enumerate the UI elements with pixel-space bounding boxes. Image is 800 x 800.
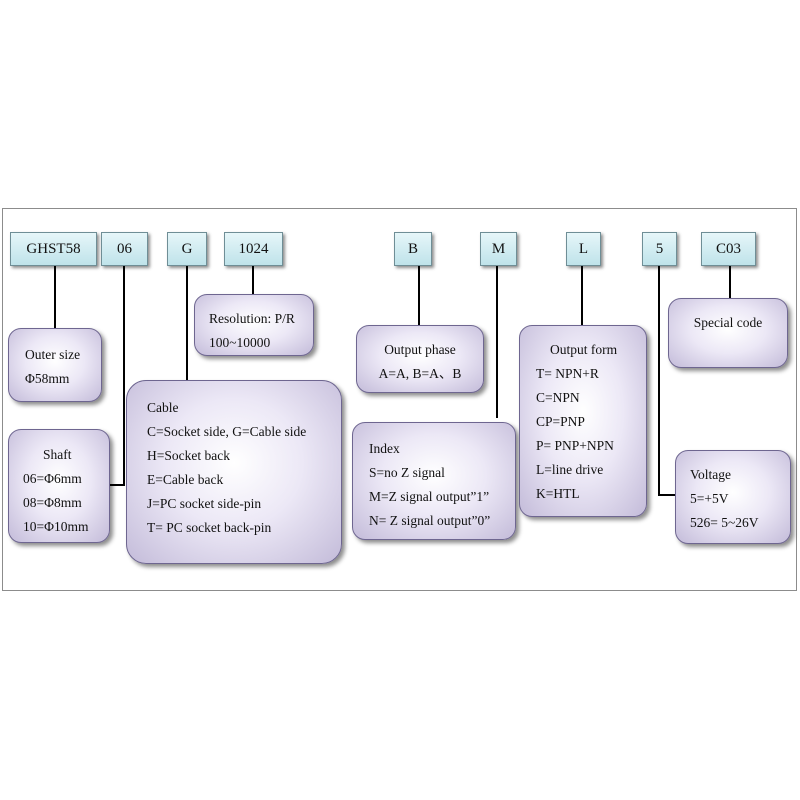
shaft-item: 06=Φ6mm bbox=[23, 471, 82, 486]
code-5: 5 bbox=[642, 232, 677, 266]
code-c03: C03 bbox=[701, 232, 756, 266]
cable-item: J=PC socket side-pin bbox=[147, 496, 262, 511]
voltage-item: 526= 5~26V bbox=[690, 515, 759, 530]
special-code-box: Special code bbox=[668, 298, 788, 368]
outer-size-title: Outer size bbox=[25, 347, 81, 362]
code-1024: 1024 bbox=[224, 232, 283, 266]
index-item: S=no Z signal bbox=[369, 465, 445, 480]
connector-shaft bbox=[110, 266, 125, 486]
cable-box: Cable C=Socket side, G=Cable side H=Sock… bbox=[126, 380, 342, 564]
cable-item: T= PC socket back-pin bbox=[147, 520, 272, 535]
code-06: 06 bbox=[101, 232, 148, 266]
code-ghst58: GHST58 bbox=[10, 232, 97, 266]
code-l: L bbox=[566, 232, 601, 266]
voltage-box: Voltage 5=+5V 526= 5~26V bbox=[675, 450, 791, 544]
voltage-title: Voltage bbox=[690, 467, 731, 482]
cable-item: C=Socket side, G=Cable side bbox=[147, 424, 307, 439]
output-form-item: CP=PNP bbox=[536, 414, 585, 429]
shaft-title: Shaft bbox=[43, 447, 72, 462]
shaft-box: Shaft 06=Φ6mm 08=Φ8mm 10=Φ10mm bbox=[8, 429, 110, 543]
special-code-title: Special code bbox=[693, 315, 763, 330]
output-form-item: K=HTL bbox=[536, 486, 580, 501]
index-item: N= Z signal output”0” bbox=[369, 513, 491, 528]
output-form-item: L=line drive bbox=[536, 462, 604, 477]
code-b: B bbox=[394, 232, 432, 266]
index-box: Index S=no Z signal M=Z signal output”1”… bbox=[352, 422, 516, 540]
index-title: Index bbox=[369, 441, 400, 456]
output-phase-value: A=A, B=A、B bbox=[378, 366, 462, 381]
shaft-item: 10=Φ10mm bbox=[23, 519, 89, 534]
index-item: M=Z signal output”1” bbox=[369, 489, 490, 504]
cable-item: E=Cable back bbox=[147, 472, 224, 487]
output-phase-title: Output phase bbox=[384, 342, 456, 357]
shaft-item: 08=Φ8mm bbox=[23, 495, 82, 510]
output-form-item: P= PNP+NPN bbox=[536, 438, 614, 453]
code-g: G bbox=[167, 232, 207, 266]
resolution-box: Resolution: P/R 100~10000 bbox=[194, 294, 314, 356]
voltage-item: 5=+5V bbox=[690, 491, 729, 506]
output-form-item: T= NPN+R bbox=[536, 366, 599, 381]
output-phase-box: Output phase A=A, B=A、B bbox=[356, 325, 484, 393]
outer-size-value: Φ58mm bbox=[25, 371, 70, 386]
output-form-box: Output form T= NPN+R C=NPN CP=PNP P= PNP… bbox=[519, 325, 647, 517]
output-form-item: C=NPN bbox=[536, 390, 580, 405]
outer-size-box: Outer size Φ58mm bbox=[8, 328, 102, 402]
connector-voltage bbox=[658, 266, 675, 496]
code-m: M bbox=[480, 232, 517, 266]
resolution-range: 100~10000 bbox=[209, 335, 271, 350]
resolution-title: Resolution: P/R bbox=[209, 311, 295, 326]
output-form-title: Output form bbox=[550, 342, 618, 357]
cable-title: Cable bbox=[147, 400, 179, 415]
cable-item: H=Socket back bbox=[147, 448, 230, 463]
